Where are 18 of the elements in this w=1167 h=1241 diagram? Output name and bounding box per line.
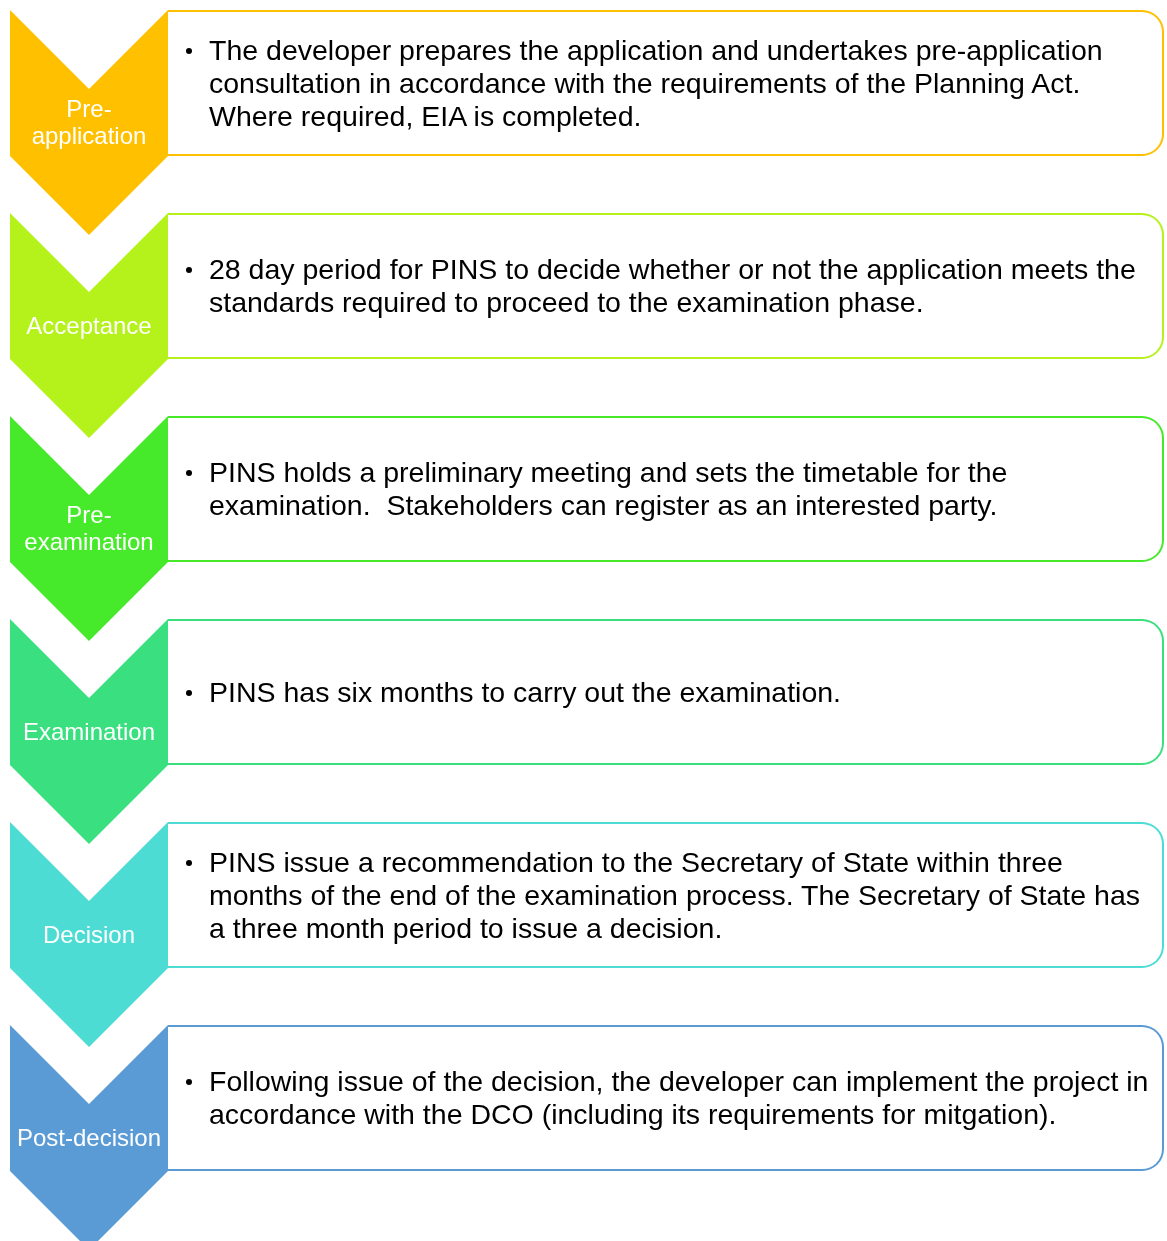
content-box [168,822,1164,968]
bullet-text: PINS holds a preliminary meeting and sets the timetable for the examination. Stakeholders can register as an interested party. [209,456,1009,522]
step-label: Pre-examination [23,501,155,555]
bullet-text: 28 day period for PINS to decide whether or not the application meets the standards required to proceed to the examination phase. [209,253,1137,319]
step-label: Post-decision [15,1123,163,1151]
bullet-text: Following issue of the decision, the developer can implement the project in accordance with the DCO (including its requirements for mitgation). [209,1065,1150,1131]
step-label: Decision [41,920,136,948]
step-label: Examination [21,717,157,745]
bullet-text: The developer prepares the application and undertakes pre-application consultation in accordance with the requirements of the Planning Act. Where required, EIA is completed. [209,33,1104,133]
content-box [168,619,1164,765]
bullet-text: PINS issue a recommendation to the Secretary of State within three months of the end of the examination process. The Secretary of State has a three month period to issue a decision. [209,845,1141,945]
content-box [168,10,1164,156]
bullet-text: PINS has six months to carry out the examination. [209,675,842,709]
step-label: Pre-application [30,95,148,149]
step-label: Acceptance [25,311,153,339]
content-box [168,1025,1164,1171]
content-box [168,416,1164,562]
content-box [168,213,1164,359]
